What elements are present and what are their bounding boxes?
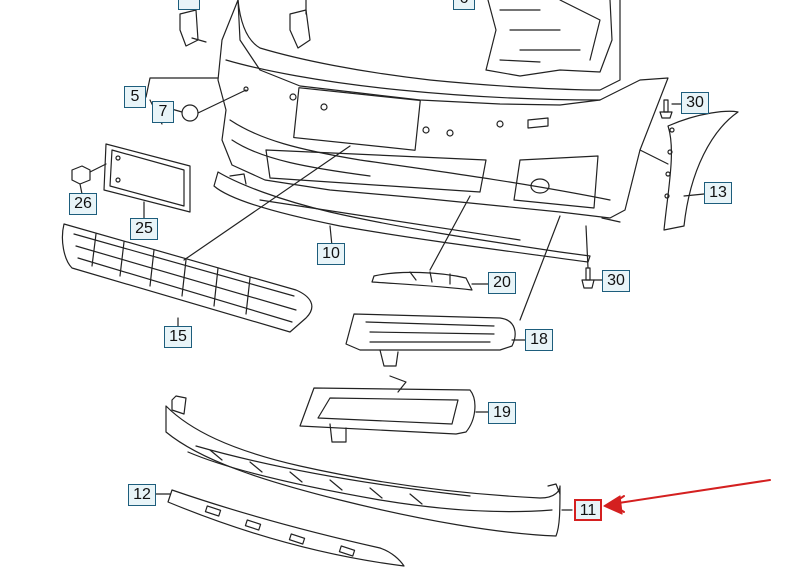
callout-19: 19 xyxy=(488,402,516,424)
callout-7: 7 xyxy=(152,101,174,123)
bumper-cover xyxy=(217,0,669,223)
callout-12: 12 xyxy=(128,484,156,506)
callout-5: 5 xyxy=(124,86,146,108)
part-13-arch-trim xyxy=(663,110,739,231)
callout-top-left xyxy=(178,0,200,10)
callout-30-lower: 30 xyxy=(602,270,630,292)
callout-6: 6 xyxy=(453,0,475,10)
part-7-grommet xyxy=(167,86,249,122)
part-12-deflector xyxy=(155,489,405,567)
highlight-arrow xyxy=(611,479,771,513)
callout-18: 18 xyxy=(525,329,553,351)
upper-brackets xyxy=(179,0,613,77)
callout-10: 10 xyxy=(317,243,345,265)
callout-25: 25 xyxy=(130,218,158,240)
arrow-head xyxy=(603,495,623,515)
callout-15: 15 xyxy=(164,326,192,348)
bolt-30-lower xyxy=(581,225,603,289)
part-15-grille xyxy=(61,145,351,333)
part-26-clip xyxy=(71,163,107,195)
part-25-plate-holder xyxy=(103,143,191,219)
callout-30-upper: 30 xyxy=(681,92,709,114)
part-10-spoiler xyxy=(213,171,591,263)
part-19-fog-frame xyxy=(299,375,489,443)
part-18-fog-grille xyxy=(345,215,561,367)
bolt-30-upper xyxy=(659,99,683,119)
callout-11-highlighted: 11 xyxy=(574,499,602,521)
callout-20: 20 xyxy=(488,272,516,294)
callout-13: 13 xyxy=(704,182,732,204)
part-11-lower-spoiler xyxy=(165,395,561,537)
leader-5 xyxy=(145,77,219,98)
callout-26: 26 xyxy=(69,193,97,215)
part-20-trim xyxy=(371,195,489,291)
